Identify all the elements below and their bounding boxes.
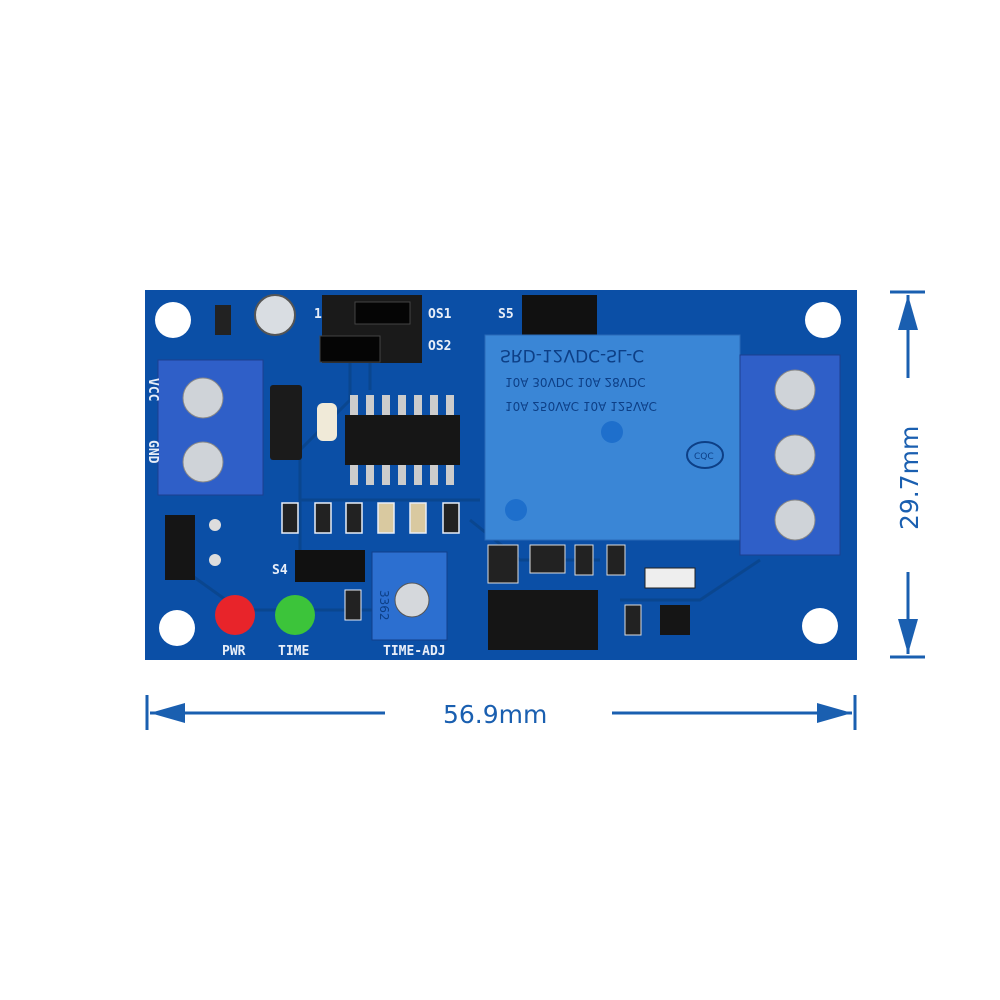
label-os2: OS2 <box>428 339 451 354</box>
label-s4: S4 <box>272 563 288 578</box>
resistor <box>215 305 231 335</box>
relay-cert: CQC <box>694 452 714 462</box>
jumper-os1 <box>354 301 411 325</box>
screw-3[interactable] <box>774 499 816 541</box>
pot-model: 3362 <box>377 590 391 621</box>
smd-resistors <box>281 502 460 534</box>
ic-chip <box>345 395 460 485</box>
screw-1[interactable] <box>774 369 816 411</box>
height-dimension: 29.7mm <box>895 426 924 530</box>
pot-knob[interactable] <box>394 582 430 618</box>
label-pwr: PWR <box>222 644 246 659</box>
screw-2[interactable] <box>774 434 816 476</box>
label-time: TIME <box>278 644 309 659</box>
label-time-adj: TIME-ADJ <box>383 644 446 659</box>
label-pin1: 1 <box>314 307 322 322</box>
screw-gnd[interactable] <box>182 441 224 483</box>
label-gnd: GND <box>145 440 160 464</box>
label-s5: S5 <box>498 307 514 322</box>
diode <box>270 385 302 460</box>
led-pwr-red <box>215 595 255 635</box>
dimension-lines <box>145 290 925 730</box>
led-time-green <box>275 595 315 635</box>
jumper-os2 <box>319 335 381 363</box>
relay-rating-dc: 10A 30VDC 10A 28VDC <box>505 375 646 389</box>
jumper-s5 <box>522 295 597 335</box>
screw-vcc[interactable] <box>182 377 224 419</box>
capacitor <box>254 294 296 336</box>
relay-rating-ac: 10A 250VAC 10A 125VAC <box>505 399 657 413</box>
relay-model: SRD-12VDC-SL-C <box>500 345 644 365</box>
mounting-holes <box>155 302 841 646</box>
pin-header <box>165 515 195 580</box>
capacitor-smd <box>317 403 337 441</box>
label-os1: OS1 <box>428 307 452 322</box>
zener-diode <box>644 567 696 589</box>
width-dimension: 56.9mm <box>443 700 547 729</box>
jumper-s4 <box>295 550 365 582</box>
cqc-logo <box>686 441 724 469</box>
label-vcc: VCC <box>145 378 160 401</box>
optocoupler <box>488 590 598 650</box>
